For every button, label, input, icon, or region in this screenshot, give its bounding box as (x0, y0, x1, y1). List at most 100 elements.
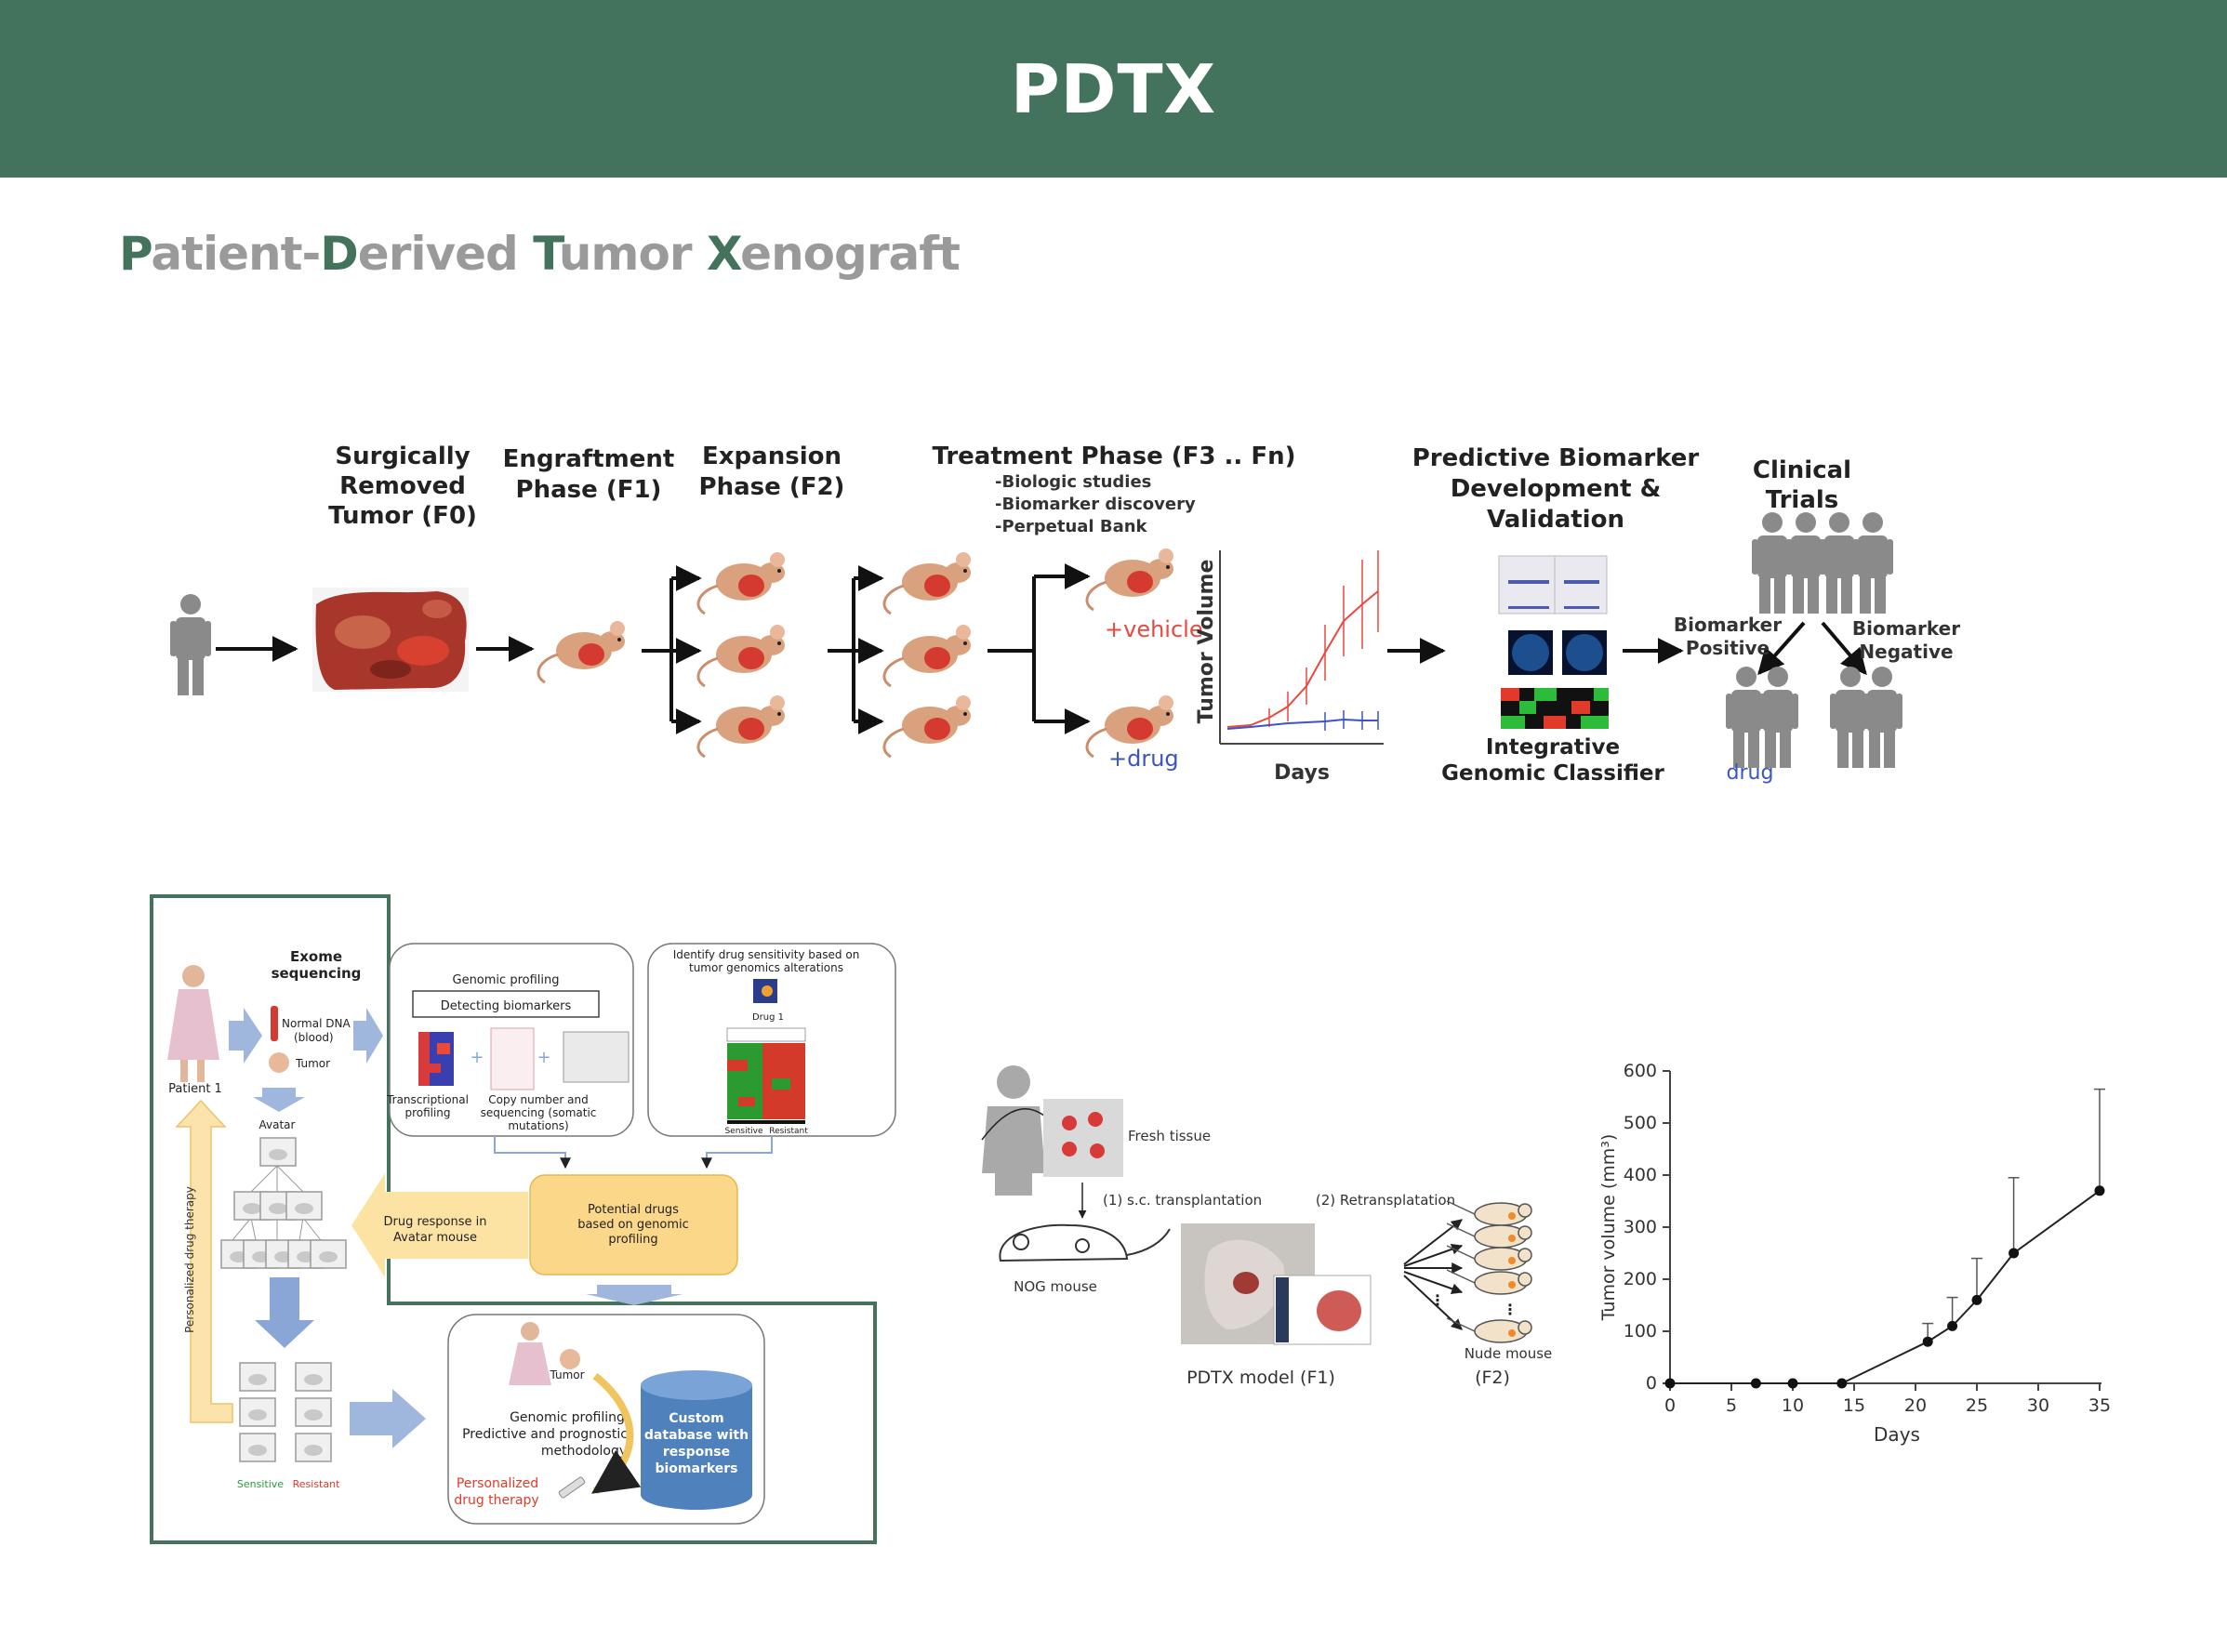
label-f2-2: Phase (F2) (699, 473, 845, 501)
x-tick-label-0: 0 (1664, 1395, 1676, 1416)
cage-r3 (295, 1433, 332, 1462)
label-sc-transplantation: (1) s.c. transplantation (1103, 1192, 1262, 1209)
label-nog-mouse: NOG mouse (1014, 1278, 1097, 1295)
positive-person-2 (1757, 667, 1798, 768)
label-custom-db-2: database with (644, 1428, 749, 1443)
branch-treatment (988, 563, 1091, 734)
nog-diagram: Fresh tissue (1) s.c. transplantation NO… (981, 1065, 1553, 1388)
treat-item-3: -Perpetual Bank (995, 517, 1148, 536)
data-point-4 (1922, 1336, 1933, 1347)
nude-mouse-2 (1446, 1222, 1532, 1249)
label-clinical-2: Trials (1766, 486, 1839, 514)
label-positive-2: Positive (1686, 637, 1770, 659)
label-patient-1: Patient 1 (168, 1082, 222, 1096)
y-tick-label-0: 0 (1646, 1373, 1657, 1394)
x-tick-label-3: 15 (1843, 1395, 1865, 1416)
label-drug: +drug (1108, 746, 1179, 772)
nude-mouse-4 (1446, 1269, 1532, 1295)
mini-y-label: Tumor Volume (1195, 560, 1218, 724)
label-vehicle: +vehicle (1105, 616, 1203, 642)
label-normal-dna-2: (blood) (294, 1031, 334, 1044)
label-classifier-1: Integrative (1486, 735, 1620, 760)
label-identify-1: Identify drug sensitivity based on (673, 948, 860, 961)
tumor-volume-chart: Tumor volume (mm³) Days 0100200300400500… (1598, 1061, 2111, 1446)
therapy-curve-arrow (591, 1372, 642, 1495)
detecting-box (412, 990, 600, 1018)
label-f1-2: Phase (F1) (516, 476, 662, 504)
label-classifier-2: Genomic Classifier (1441, 761, 1664, 786)
x-axis-label: Days (1874, 1423, 1920, 1446)
label-transcriptional-2: profiling (404, 1106, 450, 1119)
branch-f2-f3 (828, 565, 884, 734)
avatar-frame (150, 894, 877, 1544)
mini-drug-errors (1324, 710, 1379, 731)
label-copy-number-2: sequencing (somatic (481, 1106, 597, 1119)
label-negative-1: Biomarker (1852, 617, 1960, 640)
patient-figure-3 (982, 1065, 1045, 1196)
sequencing-plot (563, 1031, 630, 1083)
y-tick-label-4: 400 (1624, 1165, 1657, 1185)
arrow-drug-response (351, 1173, 528, 1277)
cage-s3 (239, 1433, 276, 1462)
arrow-down-screening (255, 1277, 314, 1348)
plus-icon-1: + (470, 1048, 484, 1067)
label-resistant-1: Resistant (293, 1478, 340, 1490)
y-tick-label-1: 100 (1624, 1321, 1657, 1341)
mouse-f2-2 (696, 623, 787, 688)
blood-tube-icon (271, 1006, 278, 1041)
label-potential-3: profiling (608, 1233, 657, 1247)
patient-1-figure (167, 965, 219, 1082)
y-tick-label-5: 500 (1624, 1113, 1657, 1133)
label-genomic-predictive-2: Predictive and prognostic (462, 1427, 628, 1442)
label-positive-1: Biomarker (1674, 614, 1782, 636)
cage-s1 (239, 1362, 276, 1392)
label-drug-1: Drug 1 (752, 1012, 784, 1023)
mini-vehicle-line (1226, 590, 1379, 728)
mini-growth-chart: Tumor Volume Days (1195, 550, 1384, 785)
ellipsis-1: ⋮ (1430, 1291, 1445, 1309)
label-drug-response-2: Avatar mouse (393, 1231, 477, 1245)
label-genomic-predictive-1: Genomic profiling (510, 1410, 625, 1425)
ellipsis-2: ⋮ (1503, 1301, 1518, 1318)
label-custom-db-4: biomarkers (655, 1461, 737, 1476)
subtitle-rest-t: umor (558, 227, 707, 281)
syringe-icon (558, 1476, 586, 1499)
label-avatar: Avatar (259, 1118, 296, 1131)
screening-cages (239, 1362, 332, 1462)
label-genomic-predictive-3: methodology (541, 1444, 627, 1459)
avatar-diagram: Patient 1 Exome sequencing Normal DNA (b… (150, 894, 896, 1544)
mini-drug-line (1226, 718, 1378, 730)
tumor-icon-2 (560, 1349, 580, 1369)
arrow-patient-exome (229, 1008, 262, 1064)
biomarker-panels (1498, 555, 1609, 729)
cage-root (259, 1137, 297, 1167)
arrow-cages-therapy (350, 1389, 426, 1448)
trial-person-4 (1852, 512, 1893, 614)
branch-f1-f2 (642, 565, 702, 734)
mouse-f1 (537, 619, 627, 684)
cage-tree (220, 1137, 347, 1269)
label-potential-1: Potential drugs (588, 1203, 679, 1217)
label-transcriptional-1: Transcriptional (386, 1093, 469, 1106)
label-genomic-profiling: Genomic profiling (453, 973, 560, 987)
data-point-1 (1750, 1378, 1761, 1389)
y-tick-label-6: 600 (1624, 1061, 1657, 1081)
subtitle-initial-p: P (119, 227, 152, 281)
mouse-f2-3 (696, 694, 787, 759)
mouse-f2-1 (696, 550, 787, 615)
label-resistant-2: Resistant (769, 1127, 808, 1136)
label-exome-1: Exome (290, 948, 342, 965)
data-point-5 (1947, 1320, 1958, 1331)
label-f0-2: Removed (339, 472, 466, 500)
subtitle-rest-d: erived (357, 227, 534, 281)
mouse-vehicle (1085, 547, 1175, 612)
nog-mouse-drawing (999, 1223, 1171, 1262)
tumor-cells-icon (269, 1052, 289, 1073)
cage-l3-5 (310, 1239, 347, 1269)
cage-r2 (295, 1397, 332, 1427)
label-custom-db-3: response (663, 1445, 730, 1460)
label-f2: (F2) (1475, 1368, 1510, 1388)
label-nude-mouse: Nude mouse (1465, 1345, 1553, 1362)
tumor-photo (312, 588, 469, 692)
